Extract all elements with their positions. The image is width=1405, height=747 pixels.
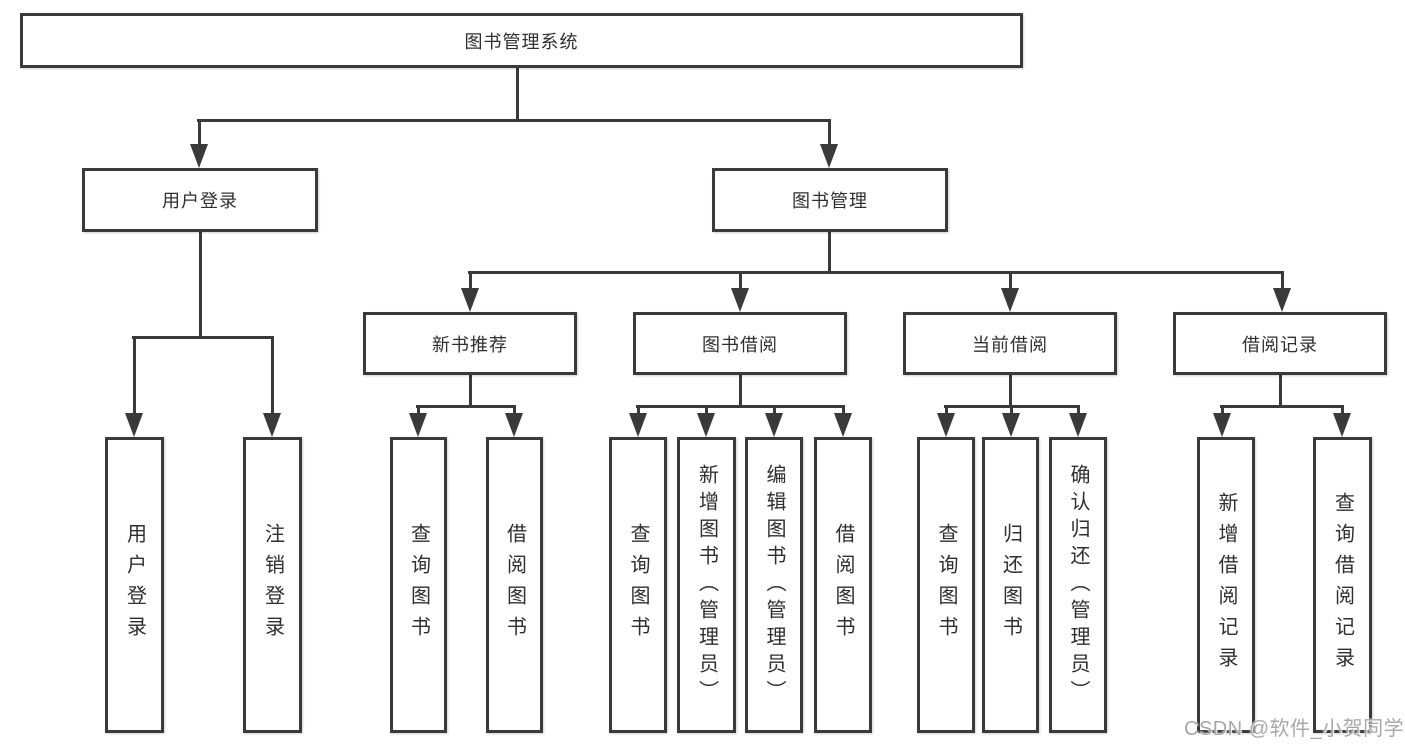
- node-current-borrowing: 当前借阅: [903, 312, 1117, 375]
- node-logout: 注销登录: [243, 437, 302, 733]
- node-borrow-books-recommend: 借阅图书: [486, 437, 543, 733]
- arrow-down-icon: [190, 144, 208, 168]
- connector-line: [827, 232, 831, 274]
- connector-stem: [468, 272, 472, 298]
- connector-line: [1278, 375, 1282, 408]
- arrow-down-icon: [697, 413, 715, 437]
- connector-line: [636, 404, 845, 408]
- node-query-borrow-record: 查询借阅记录: [1313, 437, 1372, 733]
- node-edit-books-admin: 编辑图书（管理员）: [745, 437, 803, 733]
- arrow-down-icon: [1001, 288, 1019, 312]
- arrow-down-icon: [461, 288, 479, 312]
- node-return-books: 归还图书: [982, 437, 1039, 733]
- connector-line: [738, 375, 742, 408]
- node-root: 图书管理系统: [20, 13, 1023, 68]
- connector-line: [132, 335, 274, 339]
- arrow-down-icon: [731, 288, 749, 312]
- node-add-borrow-record: 新增借阅记录: [1197, 437, 1255, 733]
- node-query-books-borrowing: 查询图书: [609, 437, 667, 733]
- connector-stem: [827, 120, 831, 154]
- connector-stem: [132, 337, 136, 423]
- arrow-down-icon: [1069, 413, 1087, 437]
- arrow-down-icon: [629, 413, 647, 437]
- node-book-borrowing: 图书借阅: [633, 312, 847, 375]
- arrow-down-icon: [1273, 288, 1291, 312]
- arrow-down-icon: [1333, 413, 1351, 437]
- arrow-down-icon: [1002, 413, 1020, 437]
- connector-line: [1008, 375, 1012, 408]
- arrow-down-icon: [263, 413, 281, 437]
- node-user-login: 用户登录: [82, 168, 318, 232]
- connector-line: [515, 68, 519, 122]
- arrow-down-icon: [834, 413, 852, 437]
- arrow-down-icon: [765, 413, 783, 437]
- connector-stem: [1008, 272, 1012, 298]
- connector-stem: [738, 272, 742, 298]
- node-borrowing-records: 借阅记录: [1173, 312, 1387, 375]
- connector-line: [197, 118, 831, 122]
- node-confirm-return-admin: 确认归还（管理员）: [1049, 437, 1107, 733]
- watermark: CSDN @软件_小贺同学: [1184, 718, 1405, 740]
- arrow-down-icon: [820, 144, 838, 168]
- node-query-books-current: 查询图书: [917, 437, 975, 733]
- connector-line: [198, 232, 202, 339]
- connector-line: [416, 404, 516, 408]
- node-add-books-admin: 新增图书（管理员）: [677, 437, 736, 733]
- arrow-down-icon: [125, 413, 143, 437]
- node-book-management: 图书管理: [712, 168, 948, 232]
- node-query-books-recommend: 查询图书: [390, 437, 447, 733]
- connector-line: [468, 270, 1284, 274]
- node-user-login-leaf: 用户登录: [105, 437, 164, 733]
- node-new-book-recommend: 新书推荐: [363, 312, 577, 375]
- connector-stem: [1280, 272, 1284, 298]
- arrow-down-icon: [409, 413, 427, 437]
- arrow-down-icon: [505, 413, 523, 437]
- arrow-down-icon: [1213, 413, 1231, 437]
- arrow-down-icon: [937, 413, 955, 437]
- connector-line: [1220, 404, 1344, 408]
- connector-stem: [270, 337, 274, 423]
- connector-line: [468, 375, 472, 408]
- node-borrow-books-borrowing: 借阅图书: [814, 437, 872, 733]
- connector-stem: [197, 120, 201, 154]
